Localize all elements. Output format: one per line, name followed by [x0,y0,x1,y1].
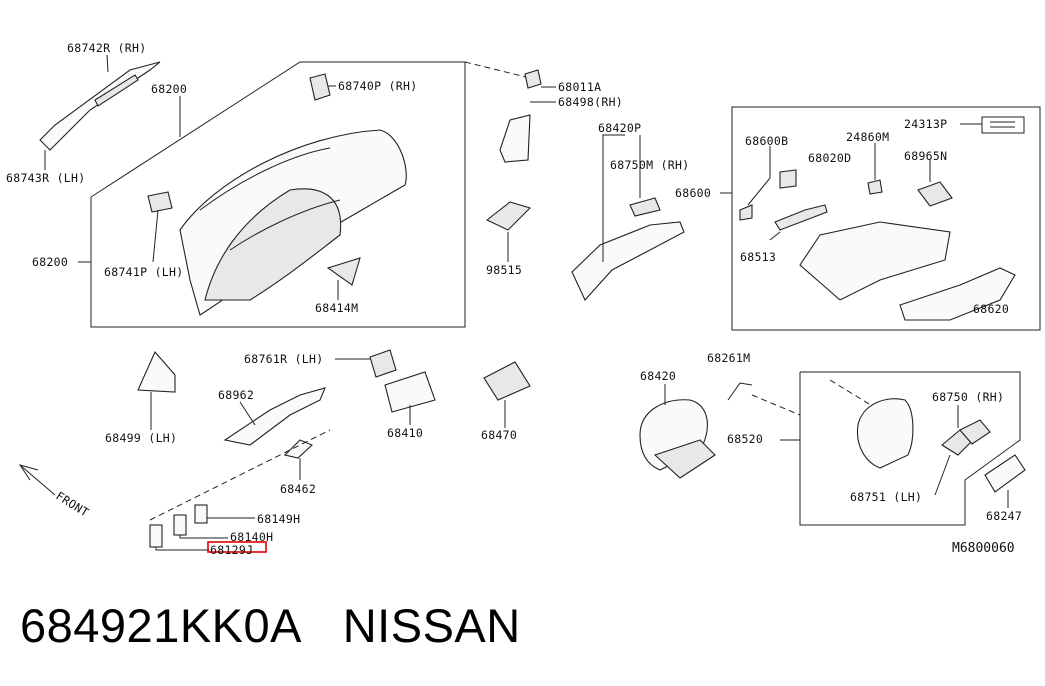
airbag-module-part [485,201,532,231]
label-68751: 68751 (LH) [850,490,922,504]
label-68600B: 68600B [745,134,788,148]
leader-line [934,454,951,496]
label-68129J: 68129J [210,543,253,557]
instrument-panel-frame-part [204,188,342,301]
brand-name: NISSAN [342,599,521,652]
label-68410: 68410 [387,426,423,440]
vent-lh-part [147,191,173,213]
vent-rh-part [309,73,331,101]
part-labels: 68742R (RH) 68743R (LH) 68200 68200 6874… [6,41,1022,557]
clip-part [739,204,753,221]
label-68750-rh: 68750 (RH) [932,390,1004,404]
panel-edge-line [199,147,331,211]
label-68470: 68470 [481,428,517,442]
console-group [720,106,1041,331]
part-number: 684921KK0A [20,599,303,652]
label-68140H: 68140H [230,530,273,544]
label-68962: 68962 [218,388,254,402]
footer: 684921KK0A NISSAN [20,598,521,653]
instrument-panel-group [39,54,531,328]
label-68200-left: 68200 [32,255,68,269]
pad-part [194,504,208,524]
highlight-box [207,541,267,553]
wire-part [727,382,753,401]
pad-part [149,524,163,548]
leader-dash [751,394,801,416]
leader-dash [149,429,331,521]
label-tag-part [981,116,1025,134]
instrument-panel-box [90,61,466,328]
label-68620: 68620 [973,302,1009,316]
label-68499: 68499 (LH) [105,431,177,445]
label-68200-top: 68200 [151,82,187,96]
clip-part [779,169,797,189]
upper-middle-group [485,69,685,301]
trim-strip-detail [94,74,139,107]
console-finisher-part [899,267,1016,321]
finisher-panel-part [571,221,685,301]
lower-left-group [18,349,531,551]
clip-part [524,69,542,89]
switch-panel-part [984,454,1026,493]
lower-right-group [639,371,1026,526]
label-68750M: 68750M (RH) [610,158,689,172]
box-part [483,361,531,401]
label-68020D: 68020D [808,151,851,165]
cluster-part [653,439,716,479]
label-24860M: 24860M [846,130,889,144]
label-68741P: 68741P (LH) [104,265,183,279]
label-68743R: 68743R (LH) [6,171,85,185]
label-68011A: 68011A [558,80,601,94]
label-68520: 68520 [727,432,763,446]
label-68261M: 68261M [707,351,750,365]
reference-code: M6800060 [952,541,1015,556]
label-68600: 68600 [675,186,711,200]
bracket-long-part [223,387,326,446]
label-68761R: 68761R (LH) [244,352,323,366]
cup-part [917,181,953,207]
leader-line [179,535,228,539]
bracket-rh-part [499,114,531,163]
label-68247: 68247 [986,509,1022,523]
panel-edge-line [229,199,341,251]
label-68414M: 68414M [315,301,358,315]
rod-part [774,204,828,231]
leader-dash [464,61,531,79]
sensor-part [867,179,883,195]
label-68420P: 68420P [598,121,641,135]
leader-line [152,209,159,263]
trim-strip-part [39,61,161,151]
cover-lh-part [137,350,176,393]
vent-rh-part [959,419,991,445]
label-68740P: 68740P (RH) [338,79,417,93]
vent-part [629,197,661,217]
label-68420: 68420 [640,369,676,383]
leader-line [239,401,256,426]
leader-line [769,231,781,241]
label-24313P: 24313P [904,117,947,131]
label-68965N: 68965N [904,149,947,163]
bracket-part [326,257,361,286]
front-arrow-icon [19,464,56,496]
console-part [799,221,951,301]
label-68498: 68498(RH) [558,95,623,109]
label-68513: 68513 [740,250,776,264]
leader-line [155,547,209,551]
clip-part [283,439,314,459]
leader-line [747,177,771,206]
lid-part [384,371,436,413]
leader-line [106,54,109,73]
leader-line [602,134,625,262]
label-68742R: 68742R (RH) [67,41,146,55]
console-box [731,106,1041,331]
center-cluster-box [799,371,1021,526]
bracket-lh-part [369,349,397,378]
pad-part [173,514,187,536]
front-label: FRONT [53,489,91,520]
center-cluster-part [856,398,914,469]
label-98515: 98515 [486,263,522,277]
label-68149H: 68149H [257,512,300,526]
label-68462: 68462 [280,482,316,496]
